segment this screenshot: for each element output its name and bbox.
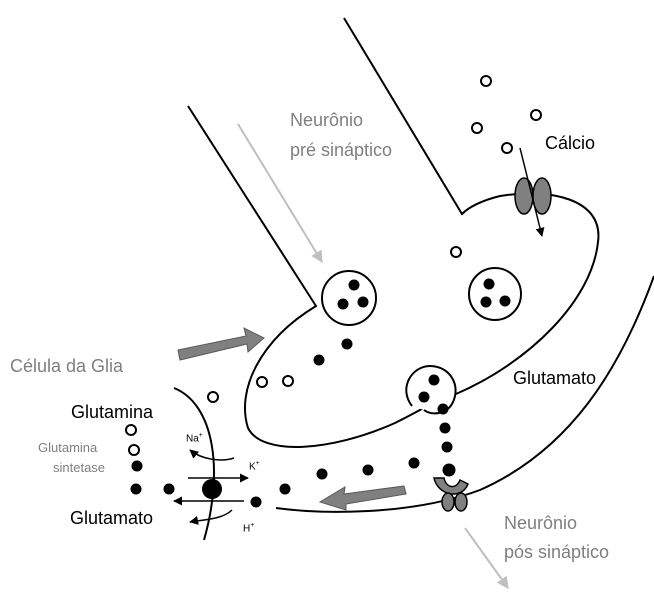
potassium-charge: + [256,460,260,467]
sodium-charge: + [199,432,203,439]
proton-charge: + [250,522,254,529]
glia-block-arrow [178,328,264,360]
calcium-label: Cálcio [545,133,595,155]
glutamine-synthetase-line2: sintetase [53,460,105,476]
glutamate-cleft-label: Glutamato [513,368,596,390]
potassium-symbol: K [249,461,256,472]
proton-ion-label: H+ [243,522,254,535]
postsynaptic-pointer-arrow [465,528,508,588]
presynaptic-label-line2: pré sináptico [290,140,392,162]
glutamate-glia-label: Glutamato [70,508,153,530]
glutamine-label: Glutamina [71,402,153,424]
vesicle-1 [322,271,376,325]
sodium-ion-label: Na+ [186,432,203,445]
glia-membrane-outer [174,388,214,540]
postsynaptic-label-line1: Neurônio [504,513,577,535]
sodium-symbol: Na [186,433,199,444]
presynaptic-label-line1: Neurônio [290,110,363,132]
glutamine-synthetase-line1: Glutamina [38,440,97,456]
vesicle-2 [469,268,521,320]
glia-cell-label: Célula da Glia [10,356,123,378]
glutamate-molecules [131,339,456,508]
calcium-channel [515,178,551,214]
postsynaptic-label-line2: pós sináptico [504,542,609,564]
calcium-ions [451,76,541,257]
glutamate-receptor [434,478,468,511]
reuptake-block-arrow [320,486,406,510]
potassium-ion-label: K+ [249,460,260,473]
vesicle-fusing [406,366,455,413]
